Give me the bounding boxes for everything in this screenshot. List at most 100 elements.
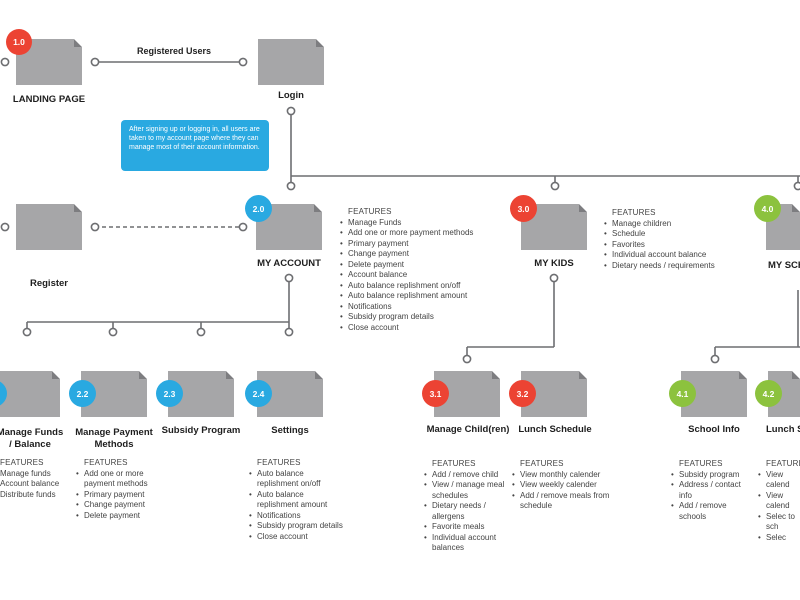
connector-dot [286,106,296,116]
features-lunch-schedule: FEATURESView monthly calenderView weekly… [512,459,610,512]
connector-dot [462,354,472,364]
feature-item: Auto balance replishment amount [338,291,488,302]
connector-dot [90,222,100,232]
feature-item: Manage Funds [338,218,488,229]
landing-page-label: LANDING PAGE [12,94,86,105]
feature-item: Favorite meals [422,522,512,533]
connector-dot [550,181,560,191]
features-my-kids: FEATURESManage childrenScheduleFavorites… [604,208,752,271]
feature-item: Account balance [0,479,80,490]
connector-dot [108,327,118,337]
feature-item: Add / remove child [422,470,512,481]
features-settings: FEATURESAuto balance replishment on/offA… [249,458,347,542]
feature-item: Individual account balances [422,533,512,554]
feature-item: Individual account balance [602,250,752,261]
features-lunch-schedule-school: FEATURESView calendView calendSelec to s… [758,459,800,543]
feature-item: Selec to sch [756,512,800,533]
manage-children-label: Manage Child(ren) [426,424,510,435]
features-school-info: FEATURESSubsidy programAddress / contact… [671,459,749,522]
feature-item: Close account [247,532,347,543]
feature-item: Subsidy program details [338,312,488,323]
node-badge: 4.0 [754,195,781,222]
edge-label-registered-users: Registered Users [137,46,212,56]
login-label: Login [278,90,304,101]
features-manage-payment: FEATURESAdd one or more payment methodsP… [76,458,174,521]
feature-item: Change payment [338,249,488,260]
feature-item: Notifications [338,302,488,313]
my-account-label: MY ACCOUNT [257,258,321,269]
node-badge: 2.4 [245,380,272,407]
info-note: After signing up or logging in, all user… [121,120,269,171]
feature-item: Add one or more payment methods [338,228,488,239]
connector-dot [549,273,559,283]
connector-dot [238,57,248,67]
features-manage-funds: FEATURESManage fundsAccount balanceDistr… [0,458,80,500]
feature-item: Notifications [247,511,347,522]
feature-item: Manage children [602,219,752,230]
node-badge: 3.0 [510,195,537,222]
feature-item: Dietary needs / allergens [422,501,512,522]
feature-item: Favorites [602,240,752,251]
feature-item: Auto balance replishment amount [247,490,347,511]
feature-item: Address / contact info [669,480,749,501]
feature-item: Subsidy program details [247,521,347,532]
feature-item: View monthly calender [510,470,610,481]
feature-item: View weekly calender [510,480,610,491]
connector-dot [284,327,294,337]
node-badge: 2.0 [245,195,272,222]
node-badge: 1.0 [6,29,32,55]
feature-item: Change payment [74,500,174,511]
features-manage-children: FEATURESAdd / remove childView / manage … [424,459,512,554]
feature-item: Add / remove schools [669,501,749,522]
node-badge: 4.1 [669,380,696,407]
manage-funds-label: Manage Funds/ Balance [0,427,64,450]
features-my-account: FEATURESManage FundsAdd one or more paym… [340,207,488,333]
feature-item: Subsidy program [669,470,749,481]
subsidy-program-label: Subsidy Program [161,425,241,436]
manage-funds-node[interactable] [0,371,60,417]
my-school-label: MY SCH [768,260,800,271]
node-badge: 2.3 [156,380,183,407]
my-kids-label: MY KIDS [534,258,574,269]
node-badge: 4.2 [755,380,782,407]
register-node[interactable] [16,204,82,250]
register-label: Register [29,278,68,289]
feature-item: Distribute funds [0,490,80,501]
connector-dot [22,327,32,337]
feature-item: Account balance [338,270,488,281]
feature-item: Dietary needs / requirements [602,261,752,272]
settings-label: Settings [271,425,309,436]
feature-item: View calend [756,491,800,512]
node-badge: 3.1 [422,380,449,407]
feature-item: Manage funds [0,469,80,480]
feature-item: Add / remove meals from schedule [510,491,610,512]
feature-item: Auto balance replishment on/off [247,469,347,490]
feature-item: Add one or more payment methods [74,469,174,490]
feature-item: View calend [756,470,800,491]
node-badge [0,380,7,407]
feature-item: Delete payment [338,260,488,271]
node-badge: 3.2 [509,380,536,407]
feature-item: Selec [756,533,800,544]
lunch-schedule-label: Lunch Schedule [518,424,592,435]
login-node[interactable] [258,39,324,85]
feature-item: Delete payment [74,511,174,522]
connector-dot [238,222,248,232]
connector-dot [793,181,800,191]
connector-dot [0,57,10,67]
connector-dot [0,222,10,232]
school-info-label: School Info [688,424,740,435]
feature-item: Primary payment [338,239,488,250]
feature-item: Primary payment [74,490,174,501]
connector-dot [90,57,100,67]
feature-item: Auto balance replishment on/off [338,281,488,292]
node-badge: 2.2 [69,380,96,407]
connector-dot [710,354,720,364]
feature-item: Schedule [602,229,752,240]
connector-dot [284,273,294,283]
lunch-schedule-school-label: Lunch S [766,424,800,435]
connector-dot [286,181,296,191]
connector-dot [196,327,206,337]
